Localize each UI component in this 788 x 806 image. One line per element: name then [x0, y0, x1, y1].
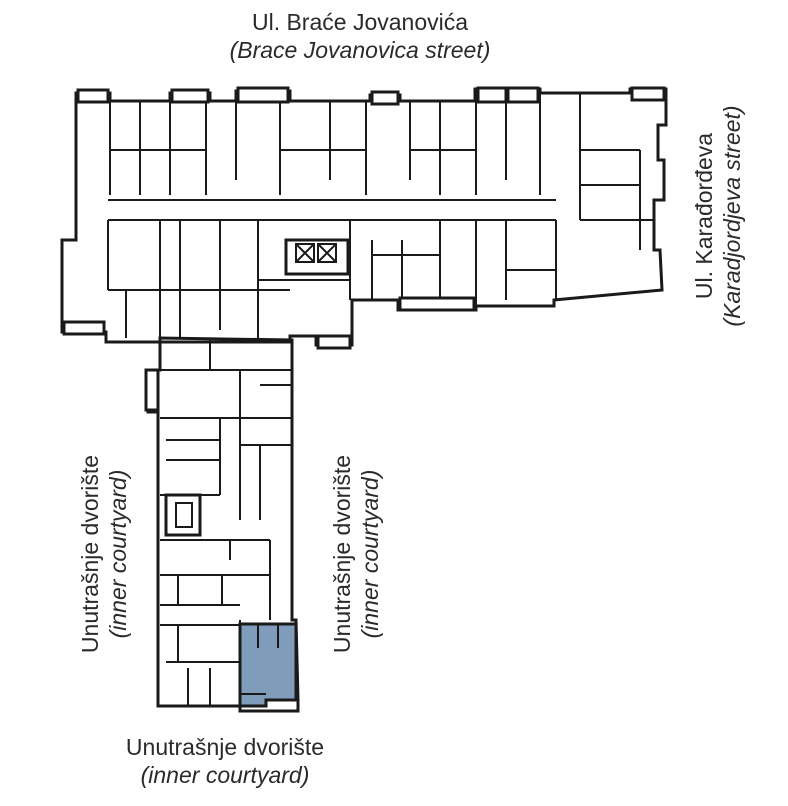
courtyard-name-local: Unutrašnje dvorište: [77, 454, 103, 654]
facade-windows: [62, 86, 666, 412]
courtyard-label-middle: Unutrašnje dvorište (inner courtyard): [328, 374, 384, 734]
street-name-english: (Brace Jovanovica street): [229, 37, 491, 63]
street-label-right: Ul. Karađorđeva (Karadjordjeva street): [690, 26, 746, 406]
street-name-local: Ul. Braće Jovanovića: [251, 9, 469, 35]
courtyard-name-english: (inner courtyard): [357, 469, 383, 639]
courtyard-name-local: Unutrašnje dvorište: [329, 454, 355, 654]
courtyard-label-bottom: Unutrašnje dvorište (inner courtyard): [55, 733, 395, 789]
stair-core-wing: [164, 493, 202, 537]
stair-core-main: [284, 238, 350, 276]
street-label-top: Ul. Braće Jovanovića (Brace Jovanovica s…: [150, 8, 570, 64]
street-name-local: Ul. Karađorđeva: [691, 132, 717, 300]
courtyard-name-english: (inner courtyard): [105, 469, 131, 639]
street-name-english: (Karadjordjeva street): [719, 105, 745, 327]
courtyard-name-english: (inner courtyard): [140, 762, 310, 788]
plan-walls: [60, 87, 668, 713]
courtyard-name-local: Unutrašnje dvorište: [125, 734, 325, 760]
courtyard-label-left: Unutrašnje dvorište (inner courtyard): [76, 374, 132, 734]
highlighted-unit[interactable]: [238, 622, 298, 708]
